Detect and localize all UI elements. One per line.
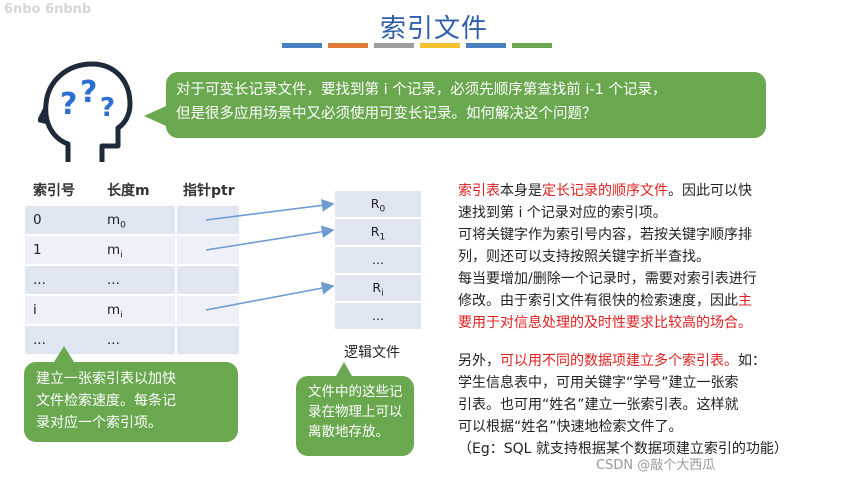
note-line: 录对应一个索引项。 — [36, 415, 162, 431]
question-bubble: 对于可变长记录文件，要找到第 i 个记录，必须先顺序第查找前 i-1 个记录， … — [144, 72, 766, 138]
row-length: mi — [107, 242, 123, 261]
logical-record: Ri — [335, 275, 421, 303]
row-pointer-cell — [175, 206, 241, 234]
logical-record: ... — [335, 247, 421, 275]
table-row: 0 m0 — [25, 206, 239, 236]
logical-record: R1 — [335, 219, 421, 247]
svg-text:?: ? — [60, 87, 77, 122]
thinking-head-icon: ? ? ? — [38, 61, 133, 162]
note-line: 文件检索速度。每条记 — [36, 393, 176, 409]
question-line-2: 但是很多应用场景中又必须使用可变长记录。如何解决这个问题？ — [176, 106, 597, 122]
accent-bar-3 — [374, 43, 414, 48]
row-id: 1 — [33, 242, 42, 258]
logical-file-label: 逻辑文件 — [344, 345, 400, 361]
logical-record: ... — [335, 303, 421, 331]
row-id: ... — [33, 332, 46, 348]
svg-text:?: ? — [80, 75, 97, 110]
accent-bar-6 — [512, 43, 552, 48]
note-line: 录在物理上可以 — [308, 404, 403, 420]
explain-paragraph-1: 索引表本身是定长记录的顺序文件。因此可以快 速找到第 i 个记录对应的索引项。 … — [458, 183, 757, 331]
row-length: ... — [107, 332, 120, 348]
note-line: 建立一张索引表以加快 — [36, 371, 176, 387]
question-line-1: 对于可变长记录文件，要找到第 i 个记录，必须先顺序第查找前 i-1 个记录， — [176, 82, 667, 98]
row-id: ... — [33, 272, 46, 288]
explain-paragraph-2: 另外，可以用不同的数据项建立多个索引表。如： 学生信息表中，可用关键字“学号”建… — [458, 353, 788, 457]
slide-title: 索引文件 — [379, 14, 488, 44]
watermark: CSDN @敲个大西瓜 — [596, 458, 716, 473]
svg-text:?: ? — [100, 93, 115, 123]
header-index-no: 索引号 — [33, 183, 75, 199]
row-length: m0 — [107, 212, 126, 231]
note-line: 离散地存放。 — [308, 424, 389, 440]
logical-record: R0 — [335, 191, 421, 219]
accent-bar-4 — [420, 43, 460, 48]
row-pointer-cell — [175, 266, 241, 294]
records-note-bubble: 文件中的这些记 录在物理上可以 离散地存放。 — [296, 362, 414, 456]
row-pointer-cell — [175, 326, 241, 354]
index-table: 索引号 长度m 指针ptr 0 m0 1 mi ... ... i mi ...… — [25, 180, 239, 356]
row-pointer-cell — [175, 296, 241, 324]
row-length: mi — [107, 302, 123, 321]
header-length: 长度m — [107, 183, 150, 199]
row-length: ... — [107, 272, 120, 288]
note-line: 文件中的这些记 — [308, 384, 403, 400]
row-id: i — [33, 302, 37, 318]
table-row: i mi — [25, 296, 239, 326]
header-pointer: 指针ptr — [183, 183, 235, 199]
index-table-note-bubble: 建立一张索引表以加快 文件检索速度。每条记 录对应一个索引项。 — [24, 346, 238, 442]
faint-logo: 6nbo 6nbnb — [4, 2, 92, 17]
row-pointer-cell — [175, 236, 241, 264]
table-row: 1 mi — [25, 236, 239, 266]
accent-bar-2 — [328, 43, 368, 48]
accent-bar-1 — [282, 43, 322, 48]
row-id: 0 — [33, 212, 42, 228]
logical-file: R0 R1 ... Ri ... — [335, 191, 421, 331]
table-row: ... ... — [25, 266, 239, 296]
accent-bar-5 — [466, 43, 506, 48]
